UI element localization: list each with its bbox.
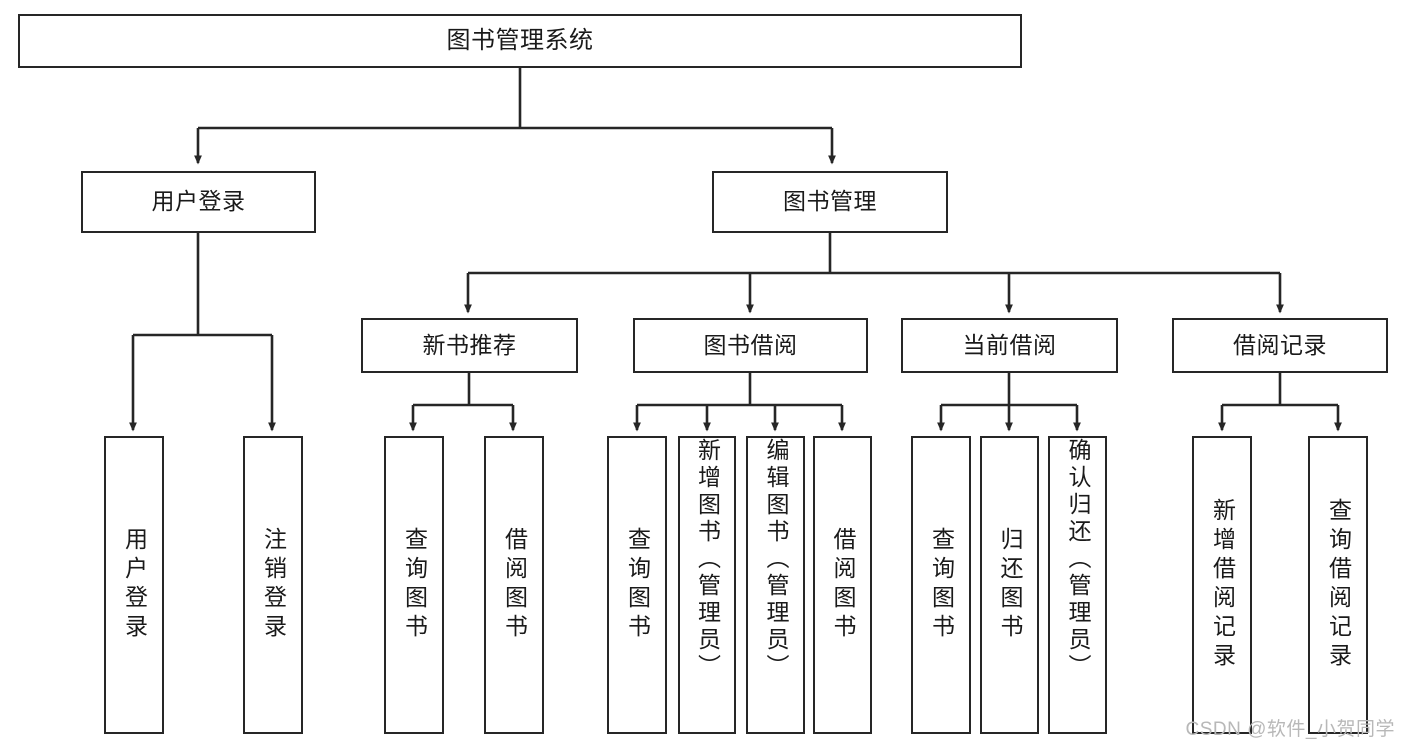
node-root-label: 图书管理系统 [446,26,594,54]
node-root[interactable]: 图书管理系统 [18,14,1022,68]
node-leaf-logout[interactable]: 注销登录 [243,436,303,734]
node-leaf-logout-label: 注销登录 [260,527,287,643]
watermark: CSDN @软件_小贺同学 [1185,719,1395,740]
node-leaf-query-book-2-label: 查询图书 [624,527,651,643]
node-leaf-add-record[interactable]: 新增借阅记录 [1192,436,1252,734]
node-leaf-add-book-label: 新增图书（管理员） [694,438,721,681]
node-leaf-query-book-1-label: 查询图书 [401,527,428,643]
node-leaf-add-book[interactable]: 新增图书（管理员） [678,436,736,734]
node-leaf-borrow-book-2[interactable]: 借阅图书 [813,436,872,734]
node-leaf-confirm-return[interactable]: 确认归还（管理员） [1048,436,1107,734]
node-leaf-user-login[interactable]: 用户登录 [104,436,164,734]
node-leaf-query-book-3[interactable]: 查询图书 [911,436,971,734]
node-leaf-borrow-book-1-label: 借阅图书 [501,527,528,643]
node-current-borrow[interactable]: 当前借阅 [901,318,1118,373]
node-book-borrow[interactable]: 图书借阅 [633,318,868,373]
node-leaf-borrow-book-2-label: 借阅图书 [830,527,856,643]
node-leaf-user-login-label: 用户登录 [121,527,148,643]
node-user-login[interactable]: 用户登录 [81,171,316,233]
node-leaf-edit-book[interactable]: 编辑图书（管理员） [746,436,805,734]
node-leaf-query-book-3-label: 查询图书 [928,527,955,643]
node-book-manage[interactable]: 图书管理 [712,171,948,233]
node-borrow-record-label: 借阅记录 [1233,331,1327,358]
node-current-borrow-label: 当前借阅 [962,331,1057,358]
node-user-login-label: 用户登录 [151,188,246,215]
node-leaf-return-book[interactable]: 归还图书 [980,436,1039,734]
node-leaf-confirm-return-label: 确认归还（管理员） [1065,438,1091,681]
node-book-manage-label: 图书管理 [783,188,877,215]
node-leaf-edit-book-label: 编辑图书（管理员） [763,438,789,681]
node-book-borrow-label: 图书借阅 [703,331,798,358]
node-leaf-return-book-label: 归还图书 [997,527,1023,643]
node-leaf-query-record-label: 查询借阅记录 [1325,498,1352,672]
node-leaf-query-book-2[interactable]: 查询图书 [607,436,667,734]
node-leaf-add-record-label: 新增借阅记录 [1209,498,1236,672]
node-new-book-recommend-label: 新书推荐 [422,331,517,358]
node-leaf-borrow-book-1[interactable]: 借阅图书 [484,436,544,734]
node-new-book-recommend[interactable]: 新书推荐 [361,318,578,373]
node-leaf-query-book-1[interactable]: 查询图书 [384,436,444,734]
node-leaf-query-record[interactable]: 查询借阅记录 [1308,436,1368,734]
node-borrow-record[interactable]: 借阅记录 [1172,318,1388,373]
